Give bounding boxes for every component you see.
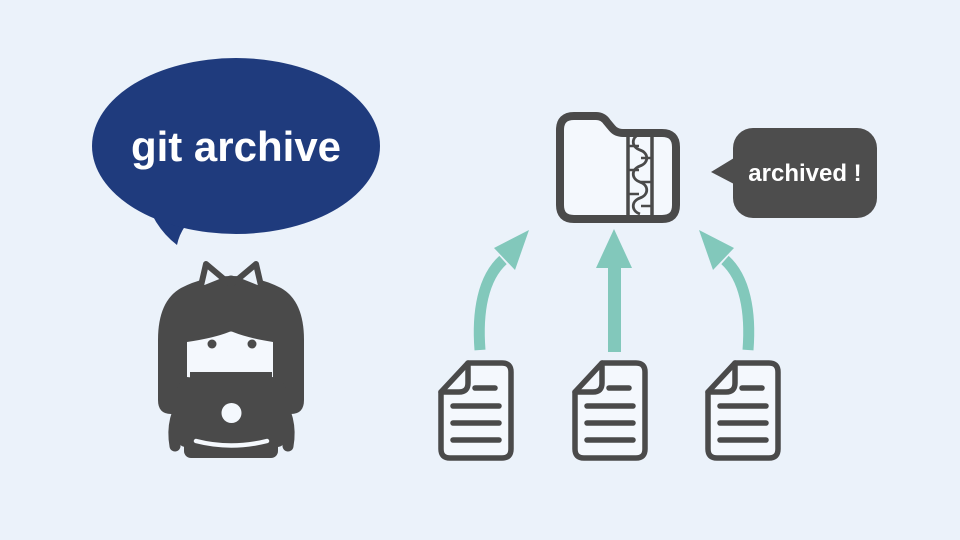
curved-up-left-arrow-icon bbox=[699, 230, 755, 351]
command-label: git archive bbox=[131, 123, 341, 170]
bow-knot bbox=[225, 275, 237, 287]
folder-outline bbox=[556, 112, 680, 223]
document-icon bbox=[441, 363, 511, 458]
left-eye bbox=[207, 339, 217, 349]
document-icon bbox=[708, 363, 778, 458]
girl-at-laptop-icon bbox=[158, 261, 304, 458]
right-eye bbox=[247, 339, 257, 349]
command-speech-bubble: git archive bbox=[92, 58, 380, 245]
zipped-folder-icon bbox=[556, 112, 680, 223]
document-icon bbox=[575, 363, 645, 458]
bow-right-loop bbox=[234, 261, 265, 293]
result-label: archived ! bbox=[748, 160, 861, 187]
laptop-hinge-line bbox=[193, 438, 270, 448]
curved-up-right-arrow-icon bbox=[473, 230, 529, 351]
bow-left-loop bbox=[197, 261, 228, 293]
straight-up-arrow-icon bbox=[596, 229, 632, 352]
speech-bubble-tail bbox=[711, 158, 734, 184]
result-speech-bubble: archived ! bbox=[711, 128, 877, 218]
laptop-logo bbox=[221, 403, 242, 423]
zipper-teeth bbox=[631, 132, 649, 216]
